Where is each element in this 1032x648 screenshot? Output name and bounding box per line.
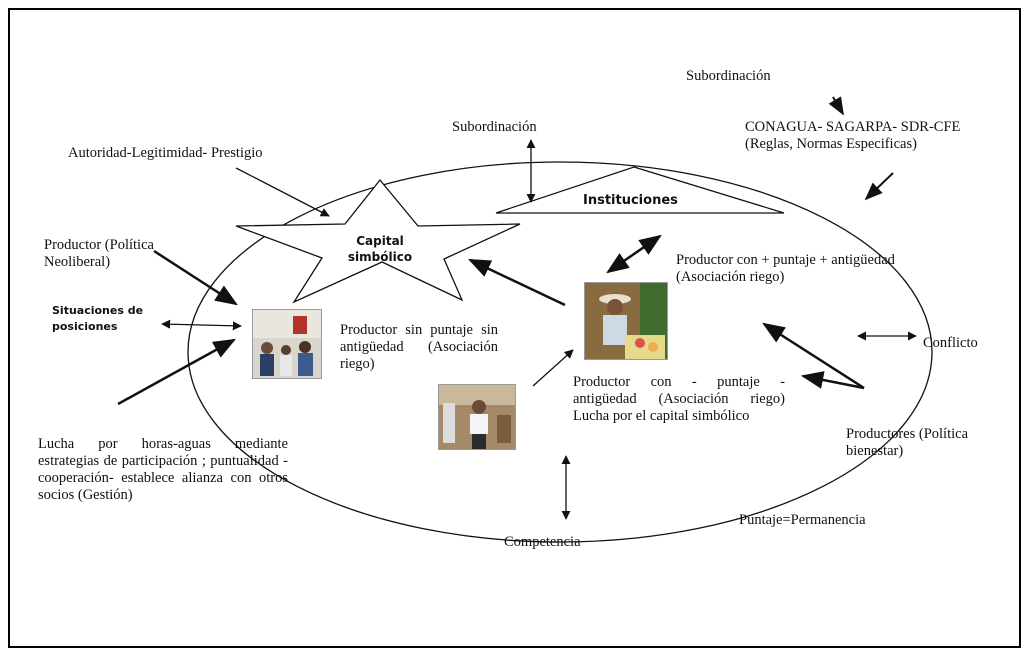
- photo-producer-hat: [584, 282, 668, 360]
- label-lucha: Lucha por horas-aguas mediante estrategi…: [38, 436, 288, 503]
- label-instituciones-agencies: CONAGUA- SAGARPA- SDR-CFE (Reglas, Norma…: [745, 119, 961, 152]
- label-subordinacion-mid: Subordinación: [452, 119, 537, 135]
- label-productor-neoliberal: Productor (Política Neoliberal): [44, 237, 154, 270]
- label-puntaje: Puntaje=Permanencia: [739, 512, 866, 528]
- label-competencia: Competencia: [504, 534, 581, 550]
- label-capital-simbolico: Capital simbólico: [347, 234, 413, 264]
- photo-group-meeting: [252, 309, 322, 379]
- arrow-subordinacion-top: [828, 96, 844, 116]
- arrow-agencies: [864, 172, 894, 201]
- arrow-bienestar-1: [762, 322, 865, 390]
- arrow-bienestar-2: [800, 371, 865, 390]
- arrow-sin-to-mas: [532, 349, 574, 387]
- label-productor-mas: Productor con + puntaje + antigüedad (As…: [676, 252, 895, 285]
- label-productor-sin: Productor sin puntaje sin antigüedad (As…: [340, 322, 498, 372]
- arrow-autoridad: [235, 167, 330, 217]
- instituciones-triangle: [495, 166, 785, 214]
- label-productor-menos: Productor con - puntaje - antigüedad (As…: [573, 374, 785, 424]
- arrow-neoliberal: [153, 249, 238, 306]
- label-autoridad: Autoridad-Legitimidad- Prestigio: [68, 145, 263, 161]
- arrow-to-star: [467, 258, 566, 307]
- capital-star: [235, 178, 521, 304]
- field-ellipse: [187, 161, 933, 543]
- label-conflicto: Conflicto: [923, 335, 978, 351]
- label-subordinacion-top: Subordinación: [686, 68, 771, 84]
- label-situaciones: Situaciones de posiciones: [52, 304, 144, 333]
- label-instituciones: Instituciones: [583, 193, 678, 208]
- photo-producer-standing: [438, 384, 516, 450]
- diagram-canvas: [117, 96, 933, 543]
- label-productores-bienestar: Productores (Política bienestar): [846, 426, 969, 459]
- arrow-situaciones: [161, 319, 242, 331]
- arrow-lucha: [117, 338, 236, 406]
- arrow-inst-productor: [606, 234, 662, 274]
